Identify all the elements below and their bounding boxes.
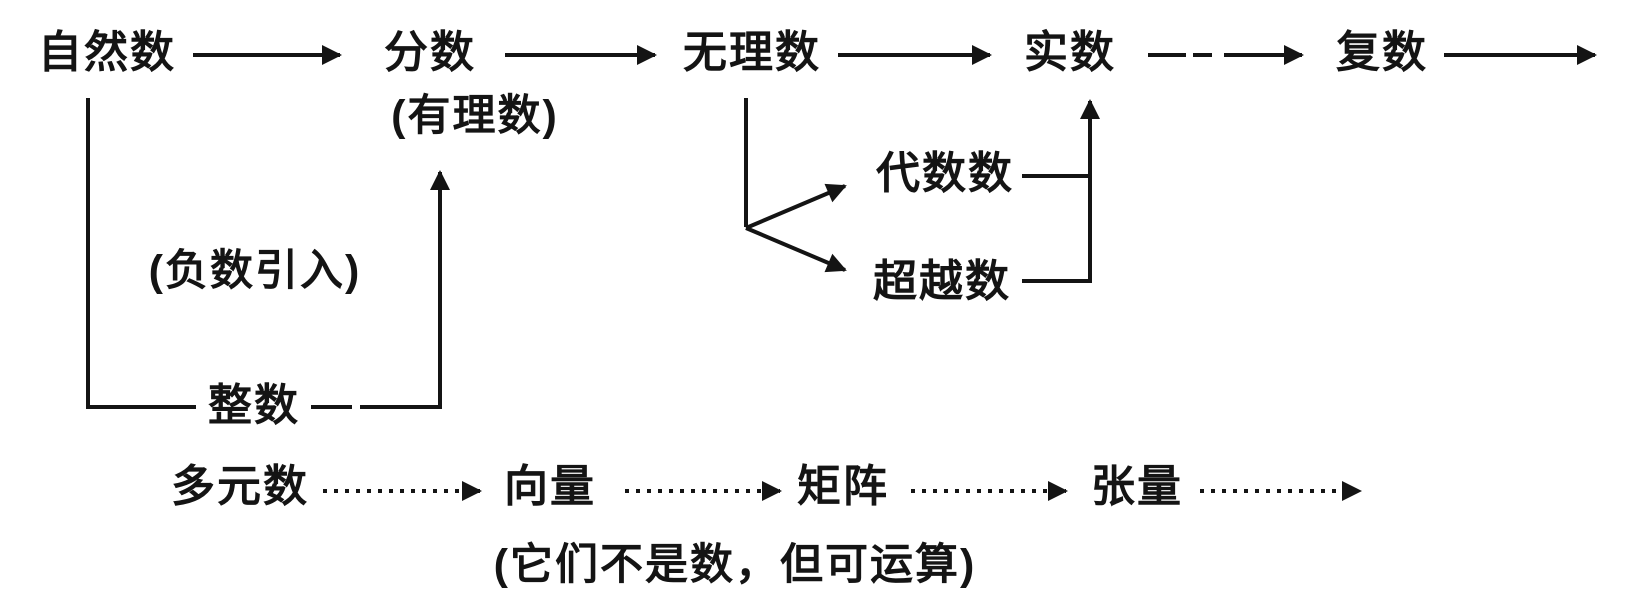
node-fractions: 分数 xyxy=(384,28,476,77)
node-matrices: 矩阵 xyxy=(797,462,889,511)
node-tensors: 张量 xyxy=(1091,462,1183,511)
arrow-integer-up-to-fraction xyxy=(360,170,450,409)
caption-not-numbers: (它们不是数，但可运算) xyxy=(493,541,977,589)
node-irrational-numbers: 无理数 xyxy=(683,28,821,77)
arrow-branch-to-transcendental xyxy=(745,226,847,273)
node-real-numbers: 实数 xyxy=(1024,28,1116,77)
arrow-branch-to-algebraic xyxy=(745,183,847,230)
node-vectors: 向量 xyxy=(504,462,596,511)
node-complex-numbers: 复数 xyxy=(1336,28,1428,77)
node-integers: 整数 xyxy=(208,381,300,430)
node-hypercomplex: 多元数 xyxy=(171,462,309,511)
note-rational-numbers: (有理数) xyxy=(391,92,559,140)
node-algebraic-numbers: 代数数 xyxy=(876,149,1014,198)
line-natural-down-to-integer xyxy=(86,98,196,409)
arrow-join-up-to-real xyxy=(1022,99,1100,283)
node-natural-numbers: 自然数 xyxy=(38,28,176,77)
note-negative-introduced: (负数引入) xyxy=(148,247,362,295)
node-transcendental-numbers: 超越数 xyxy=(873,257,1011,306)
